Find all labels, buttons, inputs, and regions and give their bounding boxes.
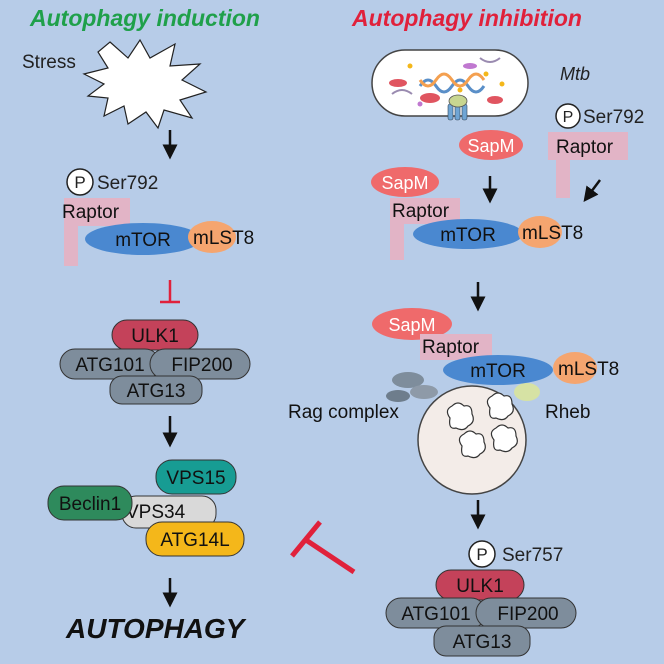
fip200-label-2: FIP200 [497,604,558,625]
ulk1-pill-2 [435,569,525,601]
vps15-label: VPS15 [166,468,225,489]
ulk1-label: ULK1 [131,326,179,347]
phospho-symbol-3: P [476,545,487,564]
mtor-label: mTOR [115,230,171,251]
lysosome-contents [446,392,518,459]
rag-complex-label: Rag complex [288,402,399,423]
phospho-badge-3 [468,540,496,568]
mlst8-label-3: mLST8 [558,359,619,380]
raptor-block-2 [548,132,628,160]
mlst8-ellipse-2 [518,216,562,248]
phospho-symbol-2: P [563,109,574,126]
raptor-label-4: Raptor [422,337,480,358]
induction-title: Autophagy induction [29,5,260,31]
sapm-ellipse-3 [372,308,452,340]
mtor-ellipse-3 [443,355,553,385]
rheb-label: Rheb [545,402,590,423]
ser792-label: Ser792 [97,173,158,194]
atg13-label-2: ATG13 [453,632,512,653]
secretion-channel [447,94,468,121]
sapm-label-1: SapM [467,136,514,156]
raptor-block-4 [420,334,492,360]
atg13-label: ATG13 [127,381,186,402]
raptor-stem-2 [556,156,570,198]
raptor-label-3: Raptor [392,201,450,222]
rheb-shape [514,383,540,401]
phospho-symbol: P [74,173,85,192]
atg14l-pill [145,521,245,557]
ser757-label: Ser757 [502,545,563,566]
inhibition-title: Autophagy inhibition [351,5,582,31]
atg14l-label: ATG14L [160,530,229,551]
inhibit-line-right [304,537,356,575]
autophagy-label: AUTOPHAGY [65,613,247,644]
stress-label: Stress [22,52,76,73]
phospho-badge-2 [555,103,581,129]
beclin1-label: Beclin1 [59,494,121,515]
raptor-block [64,198,130,226]
sapm-label-2: SapM [381,173,428,193]
vps34-label: VPS34 [126,502,186,523]
raptor-stem-3 [390,220,404,260]
mtb-contents [389,57,505,107]
ulk1-label-2: ULK1 [456,576,504,597]
atg101-label-2: ATG101 [401,604,470,625]
mlst8-label: mLST8 [193,228,254,249]
mlst8-label-2: mLST8 [522,223,583,244]
stress-burst-icon [82,38,208,130]
fip200-pill-2 [475,597,577,629]
sapm-ellipse-1 [459,130,523,160]
mlst8-ellipse-3 [553,352,597,384]
mtor-ellipse [85,223,201,255]
mtor-label-2: mTOR [440,225,496,246]
ulk1-pill [111,319,199,351]
raptor-stem [64,222,78,266]
arrow-raptor-down [583,179,601,202]
beclin1-pill [47,485,133,521]
mtor-ellipse-2 [413,219,523,249]
atg13-pill [109,375,203,405]
mtor-label-3: mTOR [470,361,526,382]
sapm-ellipse-2 [371,167,439,197]
raptor-block-3 [390,198,460,224]
atg13-pill-2 [433,625,531,657]
mlst8-ellipse [188,221,236,253]
fip200-label: FIP200 [171,355,232,376]
ser792-label-2: Ser792 [583,107,644,128]
mtb-label: Mtb [560,64,590,84]
inhibit-bar-right [290,520,322,558]
vps15-pill [155,459,237,495]
phospho-badge [66,168,94,196]
rag-complex-shape [386,372,438,402]
atg101-label: ATG101 [75,355,144,376]
fip200-pill [149,348,251,380]
sapm-label-3: SapM [388,315,435,335]
raptor-label-2: Raptor [556,137,614,158]
raptor-label: Raptor [62,202,120,223]
